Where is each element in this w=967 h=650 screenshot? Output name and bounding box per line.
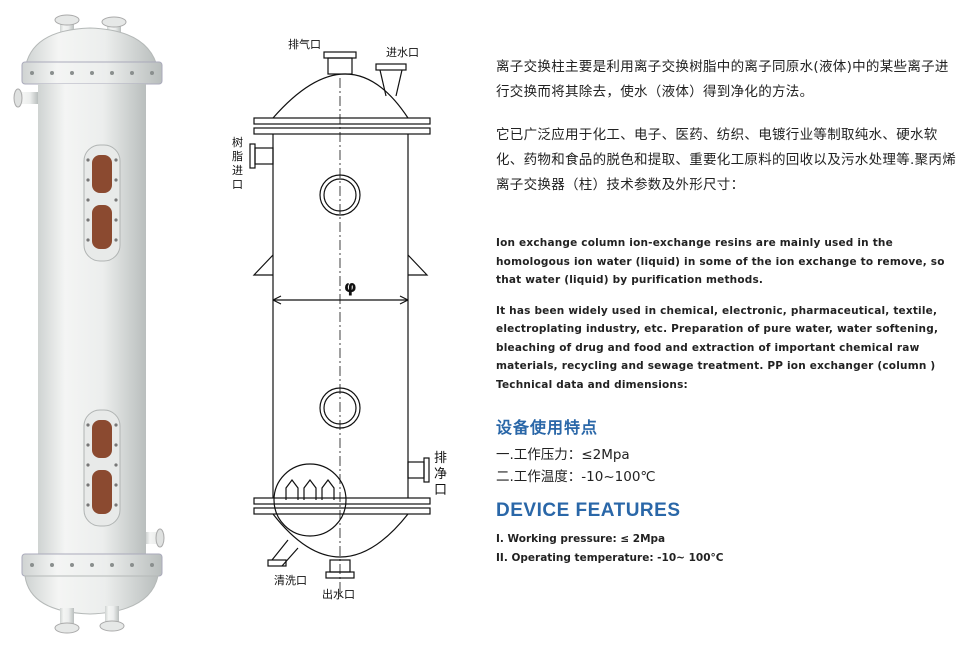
resin-inlet-char-4: 口	[232, 178, 243, 191]
zh-features-heading: 设备使用特点	[496, 418, 599, 437]
product-photo	[13, 14, 165, 634]
en-feature-pressure: I. Working pressure: ≤ 2Mpa	[496, 533, 666, 545]
en-features-heading: DEVICE FEATURES	[496, 500, 681, 521]
clean-label: 清洗口	[274, 574, 307, 587]
description-column: 离子交换柱主要是利用离子交换树脂中的离子同原水(液体)中的某些离子进行交换而将其…	[496, 55, 956, 568]
inlet-label: 进水口	[386, 46, 419, 59]
english-description: Ion exchange column ion-exchange resins …	[496, 234, 956, 394]
drain-char-2: 净	[434, 467, 447, 482]
vent-label: 排气口	[288, 37, 321, 51]
drain-char-3: 口	[434, 483, 447, 498]
zh-feature-pressure: 一.工作压力：≤2Mpa	[496, 447, 630, 463]
outlet-label: 出水口	[322, 587, 355, 601]
resin-inlet-char-3: 进	[232, 164, 243, 177]
en-feature-temperature: II. Operating temperature: -10~ 100°C	[496, 552, 724, 564]
en-paragraph-1: Ion exchange column ion-exchange resins …	[496, 237, 945, 286]
resin-inlet-label: 树 脂 进 口	[232, 135, 243, 191]
technical-diagram: 排气口 进水口 树 脂 进 口 φ 排 净 口 清洗口 出水口	[232, 37, 447, 601]
resin-inlet-char-2: 脂	[232, 149, 243, 163]
diameter-symbol: φ	[344, 277, 357, 296]
en-paragraph-2: It has been widely used in chemical, ele…	[496, 304, 939, 391]
drain-label: 排 净 口	[434, 451, 447, 498]
zh-feature-temperature: 二.工作温度：-10~100℃	[496, 469, 656, 485]
zh-paragraph-1: 离子交换柱主要是利用离子交换树脂中的离子同原水(液体)中的某些离子进行交换而将其…	[496, 59, 949, 100]
resin-inlet-char-1: 树	[232, 135, 243, 149]
drain-char-1: 排	[434, 451, 447, 466]
zh-paragraph-2: 它已广泛应用于化工、电子、医药、纺织、电镀行业等制取纯水、硬水软化、药物和食品的…	[496, 127, 956, 193]
